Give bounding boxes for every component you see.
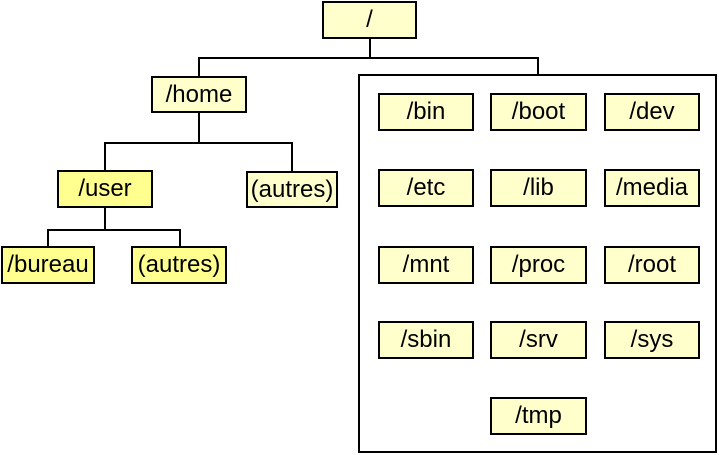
node-dev: /dev (604, 93, 700, 131)
node-autres-home: (autres) (246, 171, 338, 208)
node-sbin: /sbin (378, 321, 474, 359)
node-media: /media (604, 169, 700, 207)
node-user: /user (57, 170, 153, 208)
connector-to-otherdirs-box (537, 57, 539, 74)
node-boot: /boot (490, 93, 587, 131)
node-autres-user: (autres) (131, 246, 227, 284)
node-srv: /srv (490, 321, 587, 359)
node-lib: /lib (490, 169, 587, 207)
node-root-dir: /root (604, 246, 700, 284)
connector-to-autres-home (291, 142, 293, 171)
connector-level3-horizontal (47, 229, 180, 231)
node-tmp: /tmp (490, 397, 587, 435)
connector-level2-horizontal (104, 142, 293, 144)
connector-to-autres-user (179, 229, 181, 246)
node-etc: /etc (378, 169, 474, 207)
connector-to-bureau (47, 229, 49, 246)
node-sys: /sys (604, 321, 700, 359)
connector-root-down (369, 39, 371, 57)
node-bureau: /bureau (1, 246, 95, 284)
connector-user-down (104, 208, 106, 229)
node-root: / (322, 1, 417, 39)
connector-home-down (198, 113, 200, 142)
connector-to-user (104, 142, 106, 170)
connector-level1-horizontal (198, 57, 539, 59)
node-home: /home (151, 76, 247, 113)
connector-to-home (198, 57, 200, 76)
node-bin: /bin (378, 93, 474, 131)
node-mnt: /mnt (378, 246, 474, 284)
node-proc: /proc (490, 246, 587, 284)
